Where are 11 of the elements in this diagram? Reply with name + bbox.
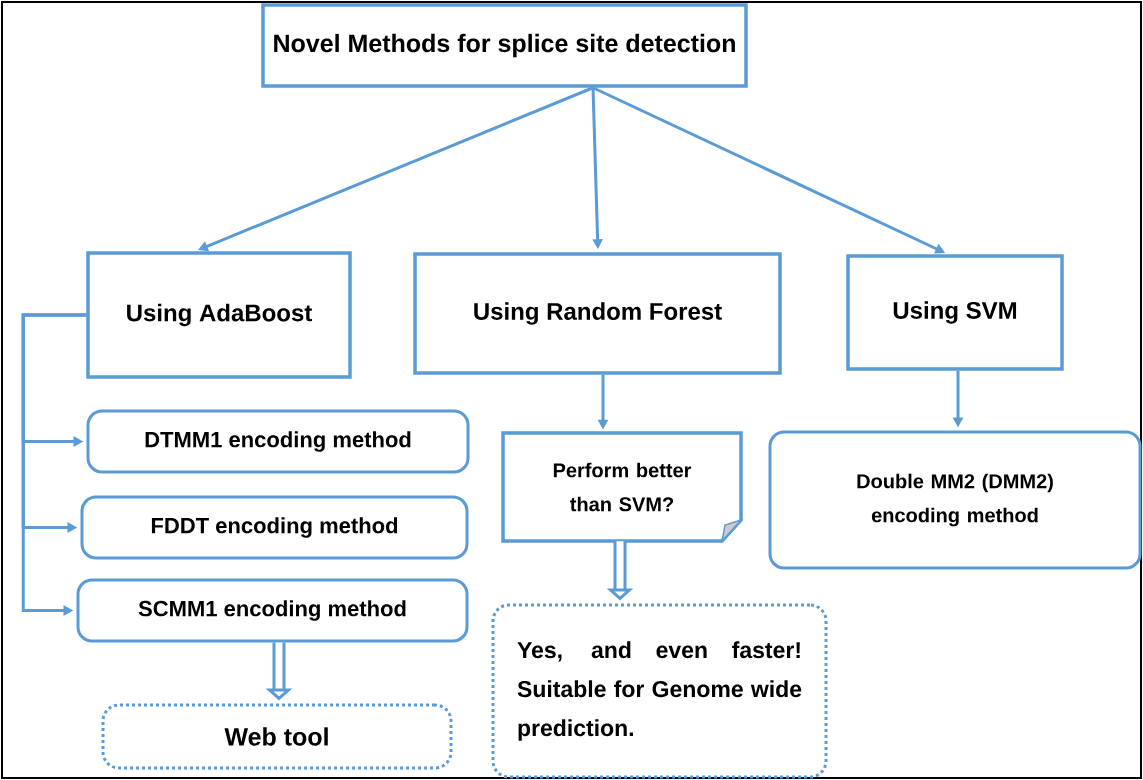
encoding-box: FDDT encoding method bbox=[80, 495, 469, 560]
method-box: Using Random Forest bbox=[413, 252, 782, 375]
encoding-box: SCMM1 encoding method bbox=[76, 578, 469, 643]
arrow bbox=[21, 313, 87, 616]
method-box: Using SVM bbox=[846, 254, 1064, 371]
answer-box: Yes, and even faster! Suitable for Genome wide prediction. bbox=[491, 603, 828, 779]
result-box: Web tool bbox=[101, 703, 453, 770]
encoding-box: DTMM1 encoding method bbox=[86, 409, 470, 474]
method-box: Using AdaBoost bbox=[86, 251, 352, 379]
encoding-box: Double MM2 (DMM2) encoding method bbox=[768, 430, 1142, 570]
title-box: Novel Methods for splice site detection bbox=[261, 3, 748, 88]
